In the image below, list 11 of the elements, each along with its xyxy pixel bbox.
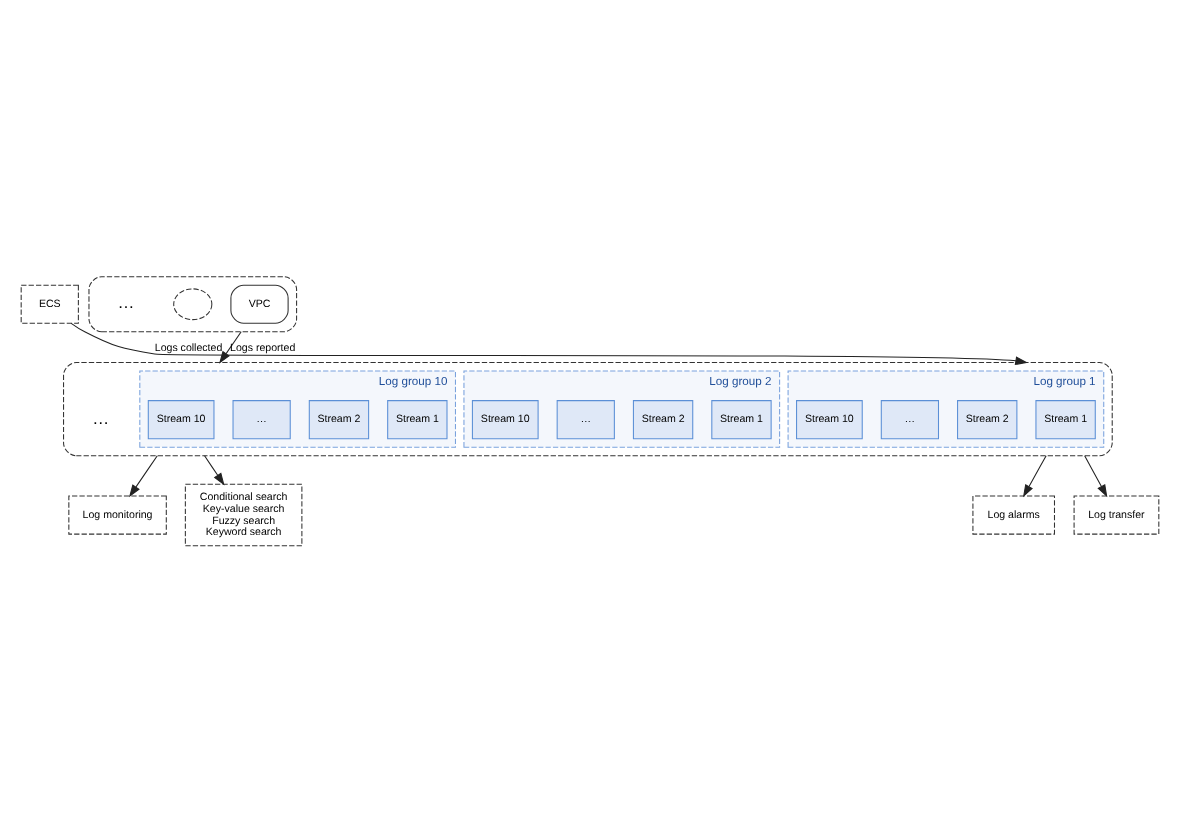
node-text: …: [92, 407, 110, 428]
node-text: …: [117, 292, 135, 313]
cluster: [63, 362, 1113, 457]
arrow: [219, 331, 242, 364]
cluster: [88, 276, 298, 333]
arrow: [70, 322, 1028, 366]
arrow: [1084, 455, 1108, 498]
node-cloud: [173, 288, 213, 321]
arrow: [204, 455, 225, 486]
arrow: [1023, 455, 1047, 498]
arrow: [129, 455, 158, 498]
